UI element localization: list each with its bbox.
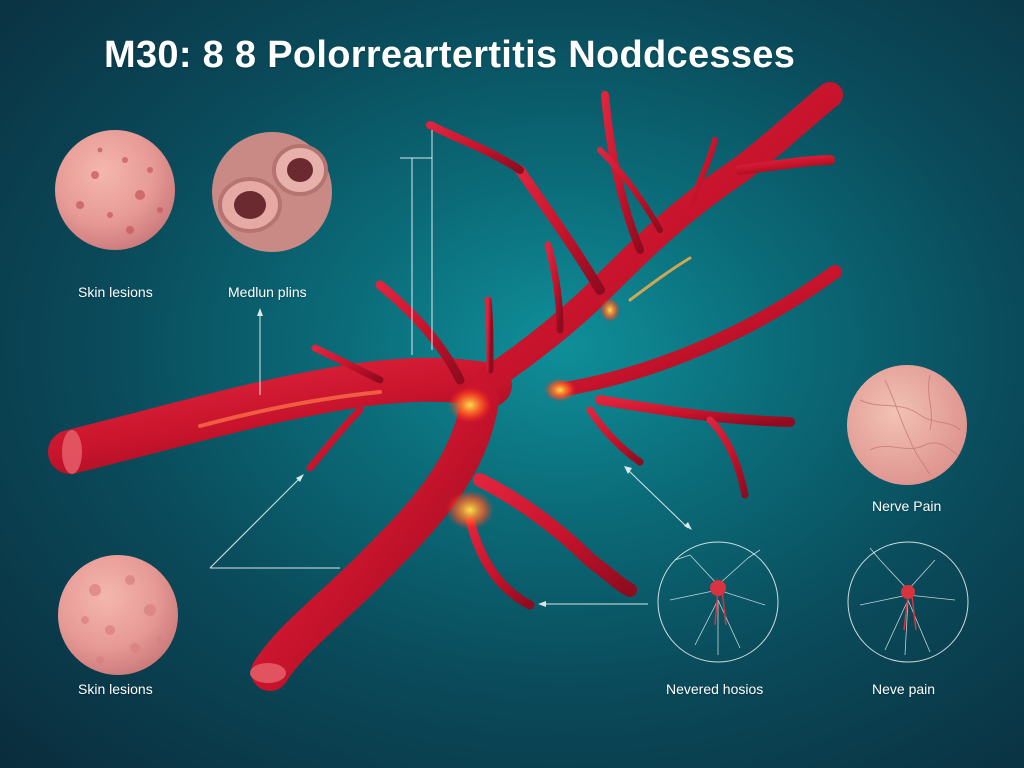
skin-lesions-top-circle bbox=[55, 130, 175, 250]
vessel-opening-left bbox=[62, 430, 82, 474]
label-medium-vessels: Medlun plins bbox=[228, 284, 307, 300]
nerve-diagram-circle-1 bbox=[657, 541, 779, 663]
skin-lesions-bottom-circle bbox=[58, 555, 178, 675]
inflammation-highlights bbox=[198, 256, 692, 428]
lower-artery-trunk bbox=[251, 381, 499, 691]
label-skin-lesions-top: Skin lesions bbox=[78, 284, 153, 300]
label-skin-lesions-bottom: Skin lesions bbox=[78, 681, 153, 697]
pointer-line-6 bbox=[627, 469, 689, 529]
right-lower-branch bbox=[473, 473, 637, 597]
label-neve-pain: Neve pain bbox=[872, 681, 936, 697]
vessel-opening-bottom bbox=[250, 663, 286, 683]
medium-vessel-circle bbox=[212, 132, 332, 252]
label-nevered-hosios: Nevered hosios bbox=[666, 681, 764, 697]
diagram-title: M30: 8 8 Polorreartertitis Noddcesses bbox=[104, 34, 796, 76]
main-artery-trunk bbox=[48, 357, 512, 474]
artery-tree bbox=[48, 82, 843, 691]
right-middle-branch bbox=[553, 265, 842, 397]
inflammation-spot-4 bbox=[600, 298, 620, 322]
nerve-pain-right-circle bbox=[847, 365, 967, 485]
main-artery-trunk-2 bbox=[467, 82, 843, 398]
pointer-line-4 bbox=[209, 477, 301, 569]
pointer-lines bbox=[209, 130, 692, 607]
inflammation-spot-3 bbox=[544, 378, 576, 402]
nerve-diagram-circle-2 bbox=[847, 541, 969, 663]
label-nerve-pain-right: Nerve Pain bbox=[872, 498, 942, 514]
inflammation-spot-1 bbox=[448, 387, 492, 423]
inflammation-spot-2 bbox=[446, 490, 494, 530]
